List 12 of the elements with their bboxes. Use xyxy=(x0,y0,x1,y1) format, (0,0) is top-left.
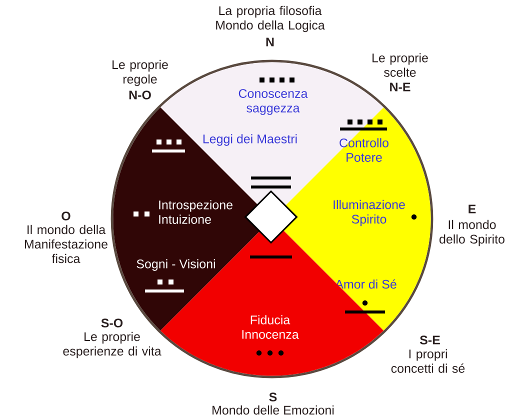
direction-letter: N xyxy=(266,38,274,46)
direction-label: La propria filosofia Mondo della Logica xyxy=(216,6,325,32)
direction-letter: O xyxy=(62,212,70,220)
direction-letter: N-O xyxy=(129,90,151,100)
direction-label: Le proprie esperienze di vita xyxy=(63,332,162,358)
direction-letter: S xyxy=(269,392,277,402)
direction-letter: N-E xyxy=(390,82,410,92)
direction-label: I propri concetti di sé xyxy=(391,349,465,373)
direction-letter: S-E xyxy=(420,336,440,344)
direction-label: Mondo delle Emozioni xyxy=(212,405,334,415)
direction-letter: E xyxy=(468,204,476,214)
direction-letter: S-O xyxy=(101,318,123,328)
